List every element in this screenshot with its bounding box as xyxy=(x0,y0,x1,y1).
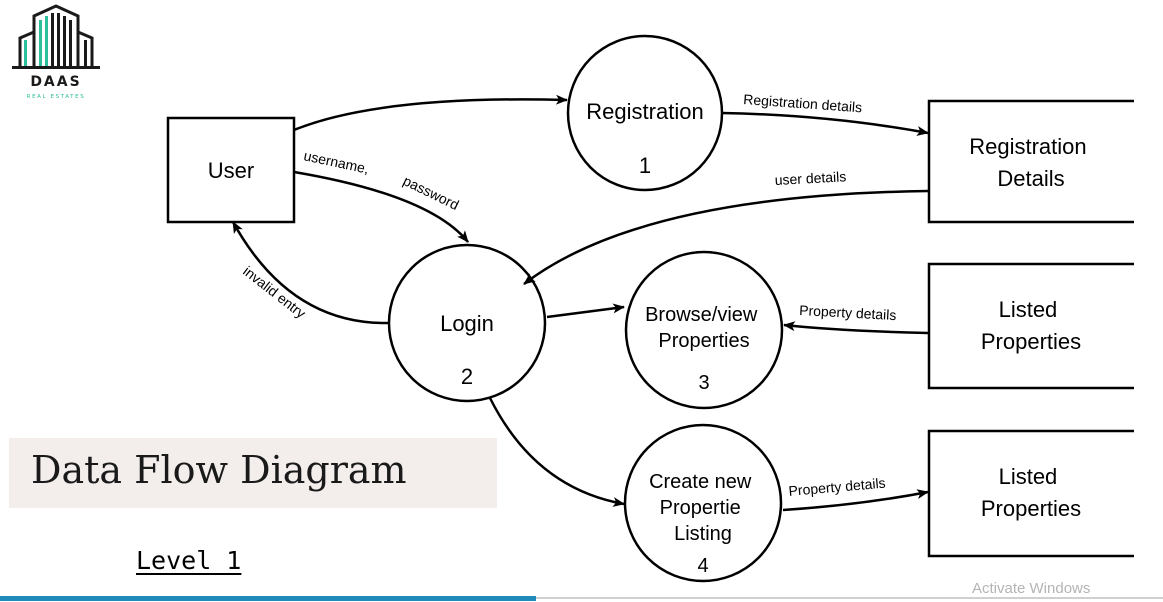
flow-user-to-registration xyxy=(293,94,568,132)
flow-invalid-entry-label: invalid entry xyxy=(240,263,309,322)
process-create-listing-label: Create new Propertie Listing xyxy=(649,471,757,545)
process-login: Login 2 xyxy=(387,243,547,403)
activation-watermark: Activate Windows xyxy=(972,580,1091,597)
process-registration-number: 1 xyxy=(639,153,651,178)
flow-listed-to-browse xyxy=(783,321,929,335)
flow-login-to-user xyxy=(231,221,390,325)
flow-create-to-listed xyxy=(782,489,929,512)
process-browse-number: 3 xyxy=(698,372,709,394)
process-browse-label: Browse/view Properties xyxy=(645,304,763,352)
building-logo-icon xyxy=(12,4,100,69)
flow-registration-details-label: Registration details xyxy=(743,91,863,115)
entity-user-label: User xyxy=(208,158,254,183)
flow-username-label: username, xyxy=(302,147,370,176)
process-create-listing-number: 4 xyxy=(697,555,708,577)
process-registration-label: Registration xyxy=(586,99,703,124)
flow-user-details-label: user details xyxy=(774,168,846,188)
process-login-number: 2 xyxy=(461,364,473,389)
flow-property-details-browse-label: Property details xyxy=(799,302,897,323)
process-login-label: Login xyxy=(440,311,494,336)
flow-details-to-login xyxy=(523,189,929,285)
entity-user: User xyxy=(166,116,296,224)
title-panel: Data Flow Diagram xyxy=(9,438,497,508)
flow-login-to-create xyxy=(488,397,625,507)
process-create-listing: Create new Propertie Listing 4 xyxy=(623,423,783,583)
entity-listed-properties-1: Listed Properties xyxy=(927,262,1134,390)
flow-password-label: password xyxy=(401,172,462,213)
entity-registration-details: Registration Details xyxy=(927,99,1134,224)
diagram-level: Level 1 xyxy=(136,546,242,575)
brand-name: DAAS xyxy=(30,74,82,90)
page-title: Data Flow Diagram xyxy=(31,448,407,492)
flow-user-to-login xyxy=(293,170,469,243)
flow-login-to-browse xyxy=(546,303,625,319)
brand-tagline: REAL ESTATES xyxy=(26,94,86,100)
entity-listed-properties-1-label: Listed Properties xyxy=(981,297,1081,354)
entity-registration-details-label: Registration Details xyxy=(969,134,1093,191)
flow-registration-to-details xyxy=(721,111,929,136)
entity-listed-properties-2-label: Listed Properties xyxy=(981,464,1081,521)
process-registration: Registration 1 xyxy=(566,34,724,192)
bottom-accent-bar xyxy=(0,596,536,601)
process-browse: Browse/view Properties 3 xyxy=(624,250,784,410)
entity-listed-properties-2: Listed Properties xyxy=(927,429,1134,558)
brand-logo: DAAS REAL ESTATES xyxy=(8,2,104,104)
flow-property-details-create-label: Property details xyxy=(788,475,886,499)
bottom-rule xyxy=(536,597,1163,599)
